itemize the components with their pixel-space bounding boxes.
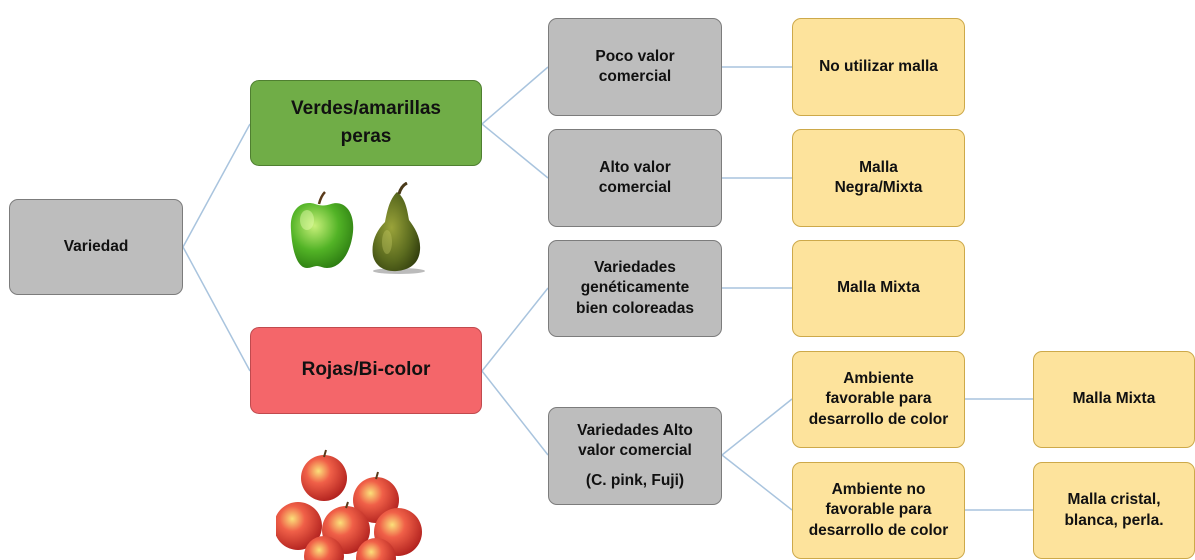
node-label: comercial	[598, 68, 672, 85]
node-label: Malla	[859, 158, 898, 176]
node-label: favorable para	[825, 501, 932, 519]
node-label: Rojas/Bi-color	[301, 359, 431, 381]
connector	[481, 123, 549, 179]
node-variedades-bien-coloreadas: Variedades genéticamente bien coloreadas	[548, 240, 722, 337]
root-node-variedad: Variedad	[9, 199, 183, 295]
branch-node-verdes-amarillas: Verdes/amarillas peras	[250, 80, 482, 166]
node-label: Variedades Alto	[577, 422, 693, 440]
node-label: valor comercial	[578, 442, 692, 460]
node-label: Ambiente	[843, 370, 914, 388]
result-malla-negra-mixta: Malla Negra/Mixta	[792, 129, 965, 227]
connector	[721, 398, 793, 456]
red-apple-icon	[276, 449, 422, 560]
node-label: blanca, perla.	[1064, 511, 1164, 529]
result-malla-mixta-favorable: Malla Mixta	[1033, 351, 1195, 448]
node-label: favorable para	[825, 390, 932, 408]
node-label: bien coloreadas	[575, 299, 694, 317]
connector	[481, 370, 549, 456]
node-label: Malla Mixta	[1072, 390, 1156, 408]
red-apples-image	[276, 448, 439, 560]
node-label: desarrollo de color	[808, 410, 949, 428]
node-label: Verdes/amarillas	[291, 97, 441, 119]
node-label: Negra/Mixta	[834, 179, 923, 196]
pear-icon	[372, 182, 421, 272]
node-label: (C. pink, Fuji)	[585, 471, 685, 489]
green-apple-icon	[290, 191, 354, 268]
node-label: comercial	[598, 179, 672, 196]
node-alto-valor-comercial: Alto valor comercial	[548, 129, 722, 227]
node-label: Poco valor	[595, 47, 675, 65]
green-apple-and-pear-image	[279, 182, 431, 274]
node-label: genéticamente	[580, 279, 690, 297]
node-ambiente-favorable: Ambiente favorable para desarrollo de co…	[792, 351, 965, 448]
connector	[182, 123, 251, 248]
node-label: Malla Mixta	[837, 279, 920, 297]
node-label: desarrollo de color	[808, 521, 949, 539]
node-poco-valor-comercial: Poco valor comercial	[548, 18, 722, 116]
branch-node-rojas-bicolor: Rojas/Bi-color	[250, 327, 482, 414]
connector	[481, 66, 549, 125]
node-ambiente-no-favorable: Ambiente no favorable para desarrollo de…	[792, 462, 965, 559]
node-label: No utilizar malla	[819, 57, 938, 75]
node-label: Variedad	[63, 237, 129, 255]
node-variedades-alto-valor: Variedades Alto valor comercial (C. pink…	[548, 407, 722, 505]
node-label: Alto valor	[599, 158, 671, 176]
connector	[481, 287, 549, 372]
node-label: Ambiente no	[831, 481, 926, 499]
result-malla-cristal-blanca-perla: Malla cristal, blanca, perla.	[1033, 462, 1195, 559]
result-no-utilizar-malla: No utilizar malla	[792, 18, 965, 116]
node-label: Variedades	[594, 259, 676, 277]
result-malla-mixta: Malla Mixta	[792, 240, 965, 337]
node-label: peras	[340, 126, 392, 147]
connector	[182, 246, 251, 372]
connector	[721, 454, 793, 511]
node-label: Malla cristal,	[1067, 491, 1161, 509]
